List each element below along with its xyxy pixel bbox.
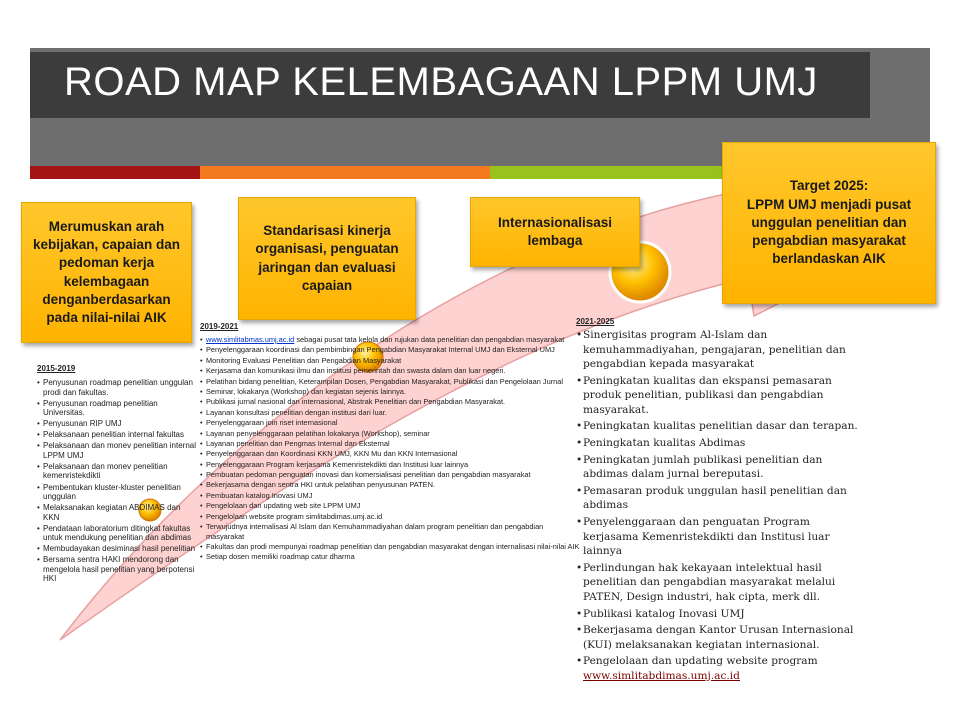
list-item: Pendataan laboratorium ditingkat fakulta… xyxy=(37,524,197,543)
list-item: Kerjasama dan komunikasi ilmu dan instit… xyxy=(200,366,582,376)
list-item: Layanan konsultasi penelitian dengan ins… xyxy=(200,408,582,418)
period-items-list: Sinergisitas program Al-Islam dan kemuha… xyxy=(576,328,866,683)
list-item: Penyelenggaraan Program kerjasama Kemenr… xyxy=(200,460,582,470)
list-item: Peningkatan kualitas dan ekspansi pemasa… xyxy=(576,374,866,418)
list-item: Pelaksanaan dan monev penelitian kemenri… xyxy=(37,462,197,481)
title-box xyxy=(30,52,870,118)
stripe-red xyxy=(30,166,200,179)
list-item: Pembuatan pedoman penguatan inovasi dan … xyxy=(200,470,582,480)
target-heading: Target 2025: xyxy=(789,178,869,194)
list-item: Monitoring Evaluasi Penelitian dan Penga… xyxy=(200,356,582,366)
list-item: Pelatihan bidang penelitian, Keterampila… xyxy=(200,377,582,387)
milestone-box-target: Target 2025: LPPM UMJ menjadi pusat ungg… xyxy=(722,142,936,304)
period-items-list: Penyusunan roadmap penelitian unggulan p… xyxy=(37,378,197,584)
list-item: Penyelenggaraan dan Koordinasi KKN UMJ, … xyxy=(200,449,582,459)
milestone-box-2: Standarisasi kinerja organisasi, penguat… xyxy=(238,197,416,320)
period-items-list: www.simlitabmas.umj.ac.id sebagai pusat … xyxy=(200,335,582,562)
list-item: Penyelenggaraan join riset internasional xyxy=(200,418,582,428)
milestone-box-2-text: Standarisasi kinerja organisasi, penguat… xyxy=(255,223,399,293)
list-item: Perlindungan hak kekayaan intelektual ha… xyxy=(576,561,866,605)
list-item: www.simlitabmas.umj.ac.id sebagai pusat … xyxy=(200,335,582,345)
list-item: Pembuatan katalog Inovasi UMJ xyxy=(200,491,582,501)
list-item: Pengelolaan dan updating website program… xyxy=(576,654,866,683)
list-item: Bersama sentra HAKI mendorong dan mengel… xyxy=(37,555,197,584)
list-item: Penyusunan roadmap penelitian unggulan p… xyxy=(37,378,197,397)
list-item: Publikasi katalog Inovasi UMJ xyxy=(576,607,866,622)
list-item: Penyusunan roadmap penelitian Universita… xyxy=(37,399,197,418)
list-item: Pengelolaan dan updating web site LPPM U… xyxy=(200,501,582,511)
period-label: 2019-2021 xyxy=(200,322,239,331)
simlitabdimas-link[interactable]: www.simlitabdimas.umj.ac.id xyxy=(583,669,740,682)
list-item: Membudayakan desiminasi hasil penelitian xyxy=(37,544,197,554)
period-label: 2015-2019 xyxy=(37,364,76,373)
simlitabmas-link[interactable]: www.simlitabmas.umj.ac.id xyxy=(206,335,295,344)
page-title: ROAD MAP KELEMBAGAAN LPPM UMJ xyxy=(64,60,818,104)
list-item: Peningkatan kualitas Abdimas xyxy=(576,436,866,451)
period-label: 2021-2025 xyxy=(576,317,615,326)
list-item: Peningkatan kualitas penelitian dasar da… xyxy=(576,419,866,434)
list-item-text: sebagai pusat tata kelola dan rujukan da… xyxy=(294,335,565,344)
list-item: Bekerjasama dengan Kantor Urusan Interna… xyxy=(576,623,866,652)
list-item: Sinergisitas program Al-Islam dan kemuha… xyxy=(576,328,866,372)
list-item: Penyelenggaraan dan penguatan Program ke… xyxy=(576,515,866,559)
milestone-box-1-text: Merumuskan arah kebijakan, capaian dan p… xyxy=(32,218,181,325)
period-2019-2021: 2019-2021 www.simlitabmas.umj.ac.id seba… xyxy=(200,322,582,563)
target-text: LPPM UMJ menjadi pusat unggulan peneliti… xyxy=(746,196,912,267)
list-item: Peningkatan jumlah publikasi penelitian … xyxy=(576,453,866,482)
list-item: Layanan penelitian dan Pengmas Internal … xyxy=(200,439,582,449)
list-item: Penyelenggaraan koordinasi dan pembimbin… xyxy=(200,345,582,355)
list-item: Setiap dosen memiliki roadmap catur dhar… xyxy=(200,552,582,562)
period-2015-2019: 2015-2019 Penyusunan roadmap penelitian … xyxy=(37,364,197,586)
milestone-box-1: Merumuskan arah kebijakan, capaian dan p… xyxy=(21,202,192,343)
period-2021-2025: 2021-2025 Sinergisitas program Al-Islam … xyxy=(576,317,866,686)
list-item: Fakultas dan prodi mempunyai roadmap pen… xyxy=(200,542,582,552)
list-item: Bekerjasama dengan sentra HKI untuk pela… xyxy=(200,480,582,490)
list-item: Publikasi jurnal nasional dan internasio… xyxy=(200,397,582,407)
list-item: Pelaksanaan penelitian internal fakultas xyxy=(37,430,197,440)
list-item: Layanan penyelenggaraan pelatihan lokaka… xyxy=(200,429,582,439)
list-item: Pemasaran produk unggulan hasil peneliti… xyxy=(576,484,866,513)
list-item: Terwujudnya internalisasi Al Islam dan K… xyxy=(200,522,582,541)
list-item: Pelaksanaan dan monev penelitian interna… xyxy=(37,441,197,460)
stripe-orange xyxy=(200,166,490,179)
list-item-text: Pengelolaan dan updating website program xyxy=(583,655,818,668)
list-item: Seminar, lokakarya (Workshop) dan kegiat… xyxy=(200,387,582,397)
list-item: Melaksanakan kegiatan ABDIMAS dan KKN xyxy=(37,503,197,522)
list-item: Pengelolaan website program simlitabdima… xyxy=(200,512,582,522)
list-item: Pembentukan kluster-kluster penelitian u… xyxy=(37,483,197,502)
milestone-box-3-text: Internasionalisasi lembaga xyxy=(497,214,613,248)
list-item: Penyusunan RIP UMJ xyxy=(37,419,197,429)
milestone-box-3: Internasionalisasi lembaga xyxy=(470,197,640,267)
